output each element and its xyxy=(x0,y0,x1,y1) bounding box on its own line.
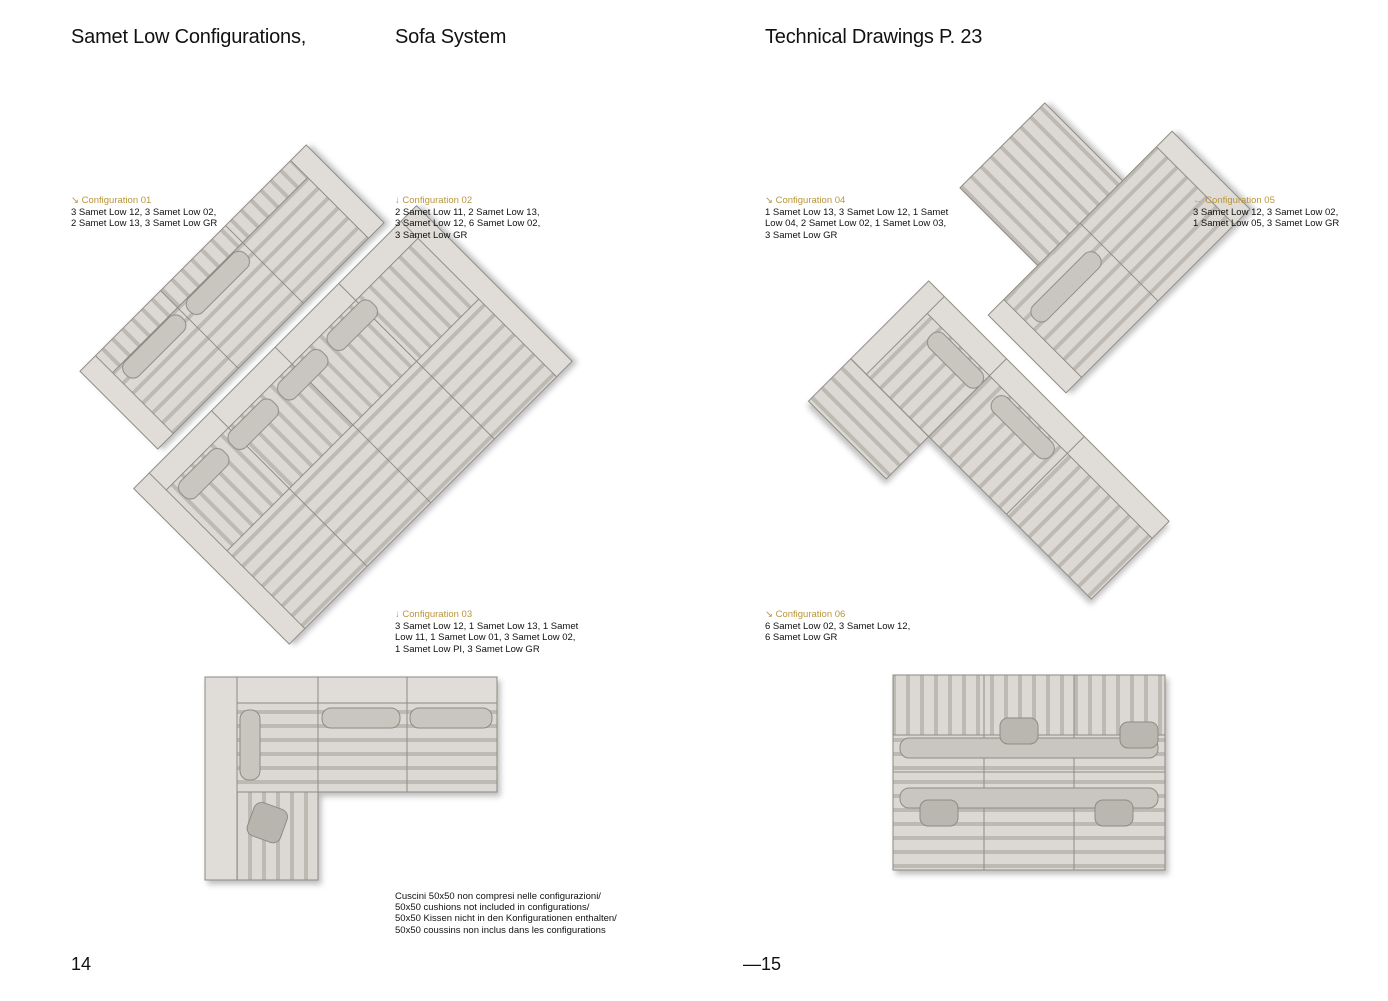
sofa-configuration-05 xyxy=(959,102,1251,394)
configuration-02-caption: ↓ Configuration 02 2 Samet Low 11, 2 Sam… xyxy=(395,195,540,241)
configuration-text: 3 Samet Low 12, 3 Samet Low 02, 2 Samet … xyxy=(71,206,218,230)
sofa-configuration-04 xyxy=(807,280,1170,600)
right-page-title: Technical Drawings P. 23 xyxy=(765,26,983,48)
configuration-label: ← Configuration 05 xyxy=(1193,195,1275,206)
configuration-03-caption: ↓ Configuration 03 3 Samet Low 12, 1 Sam… xyxy=(395,609,578,655)
page-number-left: 14 xyxy=(71,954,92,974)
configuration-06-caption: ↘ Configuration 06 6 Samet Low 02, 3 Sam… xyxy=(765,609,910,644)
sofa-configuration-06 xyxy=(892,674,1166,871)
configuration-text: 3 Samet Low 12, 3 Samet Low 02, 1 Samet … xyxy=(1193,206,1340,230)
configuration-text: 6 Samet Low 02, 3 Samet Low 12, 6 Samet … xyxy=(765,620,911,644)
sofa-configuration-02 xyxy=(133,205,573,645)
configuration-text: 1 Samet Low 13, 3 Samet Low 12, 1 Samet … xyxy=(765,206,949,241)
page-number-right: —15 xyxy=(743,954,782,974)
configuration-label: ↓ Configuration 03 xyxy=(395,609,473,620)
configuration-label: ↓ Configuration 02 xyxy=(395,195,473,206)
configuration-label: ↘ Configuration 04 xyxy=(765,195,846,206)
configuration-text: 3 Samet Low 12, 1 Samet Low 13, 1 Samet … xyxy=(395,620,579,655)
configuration-01-caption: ↘ Configuration 01 3 Samet Low 12, 3 Sam… xyxy=(71,195,217,230)
configuration-label: ↘ Configuration 06 xyxy=(765,609,846,620)
configuration-05-caption: ← Configuration 05 3 Samet Low 12, 3 Sam… xyxy=(1193,195,1339,230)
configuration-label: ↘ Configuration 01 xyxy=(71,195,152,206)
cushions-note: Cuscini 50x50 non compresi nelle configu… xyxy=(395,891,617,936)
configuration-04-caption: ↘ Configuration 04 1 Samet Low 13, 3 Sam… xyxy=(765,195,948,241)
sofa-configuration-03 xyxy=(204,676,498,881)
sofa-configuration-01 xyxy=(79,144,385,450)
page-title: Samet Low Configurations, xyxy=(71,26,307,48)
configuration-text: 2 Samet Low 11, 2 Samet Low 13, 3 Samet … xyxy=(395,206,541,241)
page-subtitle: Sofa System xyxy=(395,26,507,48)
